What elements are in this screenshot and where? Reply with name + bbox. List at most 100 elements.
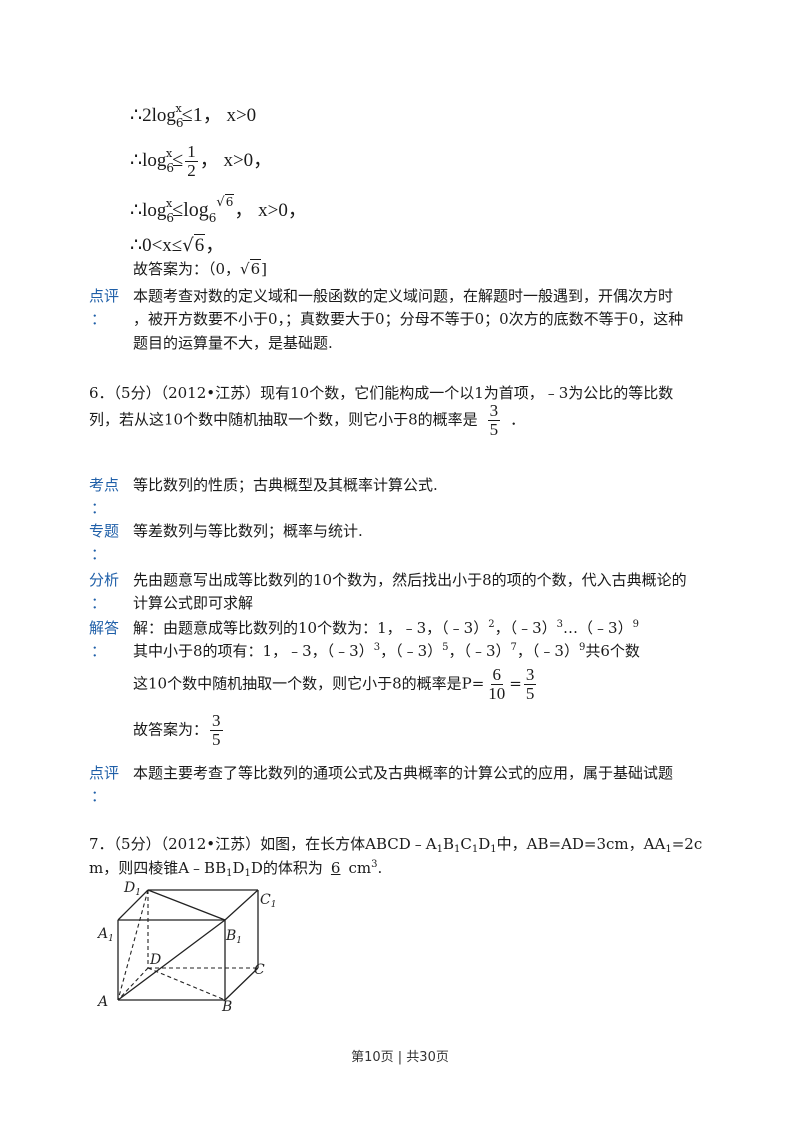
math-line-3: ∴log6x≤log6√6， x>0， xyxy=(130,194,307,225)
edge-BC xyxy=(224,967,259,1001)
frac-den: 10 xyxy=(488,684,506,703)
cuboid-figure: D1 C1 A1 B1 D C A B xyxy=(96,880,276,1013)
q7-line-1: 7．（5分）（2012•江苏）如图，在长方体ABCD﹣A1B1C1D1中，AB=… xyxy=(89,833,702,855)
sqrt-arg: 6 xyxy=(193,234,206,256)
frac-num: 3 xyxy=(210,711,223,731)
subscript: 1 xyxy=(665,844,672,855)
q6-line-1: 6．（5分）（2012•江苏）现有10个数，它们能构成一个以1为首项，﹣3为公比… xyxy=(89,384,674,402)
log-arg: x xyxy=(166,147,173,160)
label-D: D xyxy=(149,952,161,968)
text: . xyxy=(377,859,383,877)
text: D的体积为 xyxy=(250,859,323,877)
exponent: 9 xyxy=(632,619,639,630)
fenxi-line-2: 计算公式即可求解 xyxy=(133,594,254,612)
jieda-colon: ： xyxy=(91,642,107,660)
math-tail: ， x>0 xyxy=(202,105,257,126)
text: ，（﹣3） xyxy=(516,642,579,660)
text: ，（﹣3） xyxy=(448,642,511,660)
zhuanti-colon: ： xyxy=(91,545,107,563)
label-C1: C1 xyxy=(260,892,276,910)
page-footer: 第10页 | 共30页 xyxy=(351,1050,449,1065)
sqrt: √6 xyxy=(182,234,206,256)
text: D xyxy=(232,859,245,877)
exponent: 3 xyxy=(373,642,381,653)
text: B xyxy=(442,835,454,853)
math-text: ∴0<x≤ xyxy=(130,235,183,256)
math-line-1: ∴2log6x≤1， x>0 xyxy=(130,100,257,130)
math-text: ∴log xyxy=(130,200,167,221)
text: 故答案为： xyxy=(133,720,209,739)
math-rel: ≤ xyxy=(172,149,184,171)
exponent: 9 xyxy=(578,642,586,653)
exponent: 2 xyxy=(488,619,495,630)
frac-num: 3 xyxy=(523,665,537,685)
hidden-DB xyxy=(147,967,226,1001)
edge-D1B1 xyxy=(147,889,226,921)
subscript: 1 xyxy=(244,868,251,879)
exponent: 3 xyxy=(556,619,564,630)
unit-exponent: 3 xyxy=(371,859,378,870)
dianping-colon: ： xyxy=(91,787,107,805)
log-arg: x xyxy=(166,197,173,210)
log-base: 6 xyxy=(166,211,175,225)
text: 中，AB=AD=3cm，AA xyxy=(496,835,666,853)
unit: cm xyxy=(348,859,372,877)
comment-line-1: 本题考查对数的定义域和一般函数的定义域问题，在解题时一般遇到，开偶次方时 xyxy=(133,287,674,305)
text: C xyxy=(460,835,472,853)
edge-C1B1 xyxy=(224,889,259,921)
label-D1: D1 xyxy=(123,880,141,898)
sqrt: √6 xyxy=(216,194,235,210)
hidden-DA xyxy=(117,967,149,1001)
text: 共6个数 xyxy=(585,642,640,660)
comment-line-2: ，被开方数要不小于0，；真数要大于0；分母不等于0；0次方的底数不等于0，这种 xyxy=(133,310,684,328)
fenxi-label: 分析 xyxy=(89,571,120,589)
kaodian-text: 等比数列的性质；古典概型及其概率计算公式. xyxy=(133,476,438,494)
exponent: 7 xyxy=(510,642,517,653)
exponent: 5 xyxy=(442,642,449,653)
text: =2c xyxy=(671,835,703,853)
math-text: ∴2log xyxy=(130,105,176,126)
label-B1: B1 xyxy=(225,928,242,946)
kaodian-colon: ： xyxy=(91,499,107,517)
text: 其中小于8的项有：1，﹣3，（﹣3） xyxy=(133,642,374,660)
frac-den: 5 xyxy=(212,730,221,749)
log-arg: x xyxy=(175,102,182,115)
jieda-line-2: 其中小于8的项有：1，﹣3，（﹣3）3，（﹣3）5，（﹣3）7，（﹣3）9共6个… xyxy=(133,640,640,661)
frac-den: 2 xyxy=(187,161,196,180)
fenxi-line-1: 先由题意写出成等比数列的10个数为，然后找出小于8的项的个数，代入古典概论的 xyxy=(133,571,687,589)
sqrt-arg: 6 xyxy=(224,194,235,209)
label-A1: A1 xyxy=(96,926,114,944)
zhuanti-label: 专题 xyxy=(89,522,120,540)
text: m，则四棱锥A﹣BB xyxy=(89,859,227,877)
math-tail: ， x>0， xyxy=(199,150,273,171)
math-rel: ≤log xyxy=(172,199,209,221)
edge-D1A1 xyxy=(117,889,149,921)
text: ，（﹣3） xyxy=(380,642,443,660)
math-rel: ≤1 xyxy=(181,104,203,126)
q6-line-2-text: 列，若从这10个数中随机抽取一个数，则它小于8的概率是 xyxy=(89,410,478,429)
zhuanti-text: 等差数列与等比数列；概率与统计. xyxy=(133,522,363,540)
answer-blank: 6 xyxy=(330,859,341,877)
comment-line-3: 题目的运算量不大，是基础题. xyxy=(133,334,333,352)
jieda-label: 解答 xyxy=(89,619,120,637)
text: 解：由题意成等比数列的10个数为：1，﹣3，（﹣3） xyxy=(133,619,489,637)
sqrt-arg: 6 xyxy=(249,259,262,278)
log-base: 6 xyxy=(166,161,175,175)
hidden-D1A xyxy=(117,889,149,1001)
subscript: 1 xyxy=(226,868,233,879)
frac-den: 5 xyxy=(489,420,499,439)
label-B: B xyxy=(221,999,232,1013)
frac-den: 5 xyxy=(525,684,535,703)
math-tail: ， x>0， xyxy=(234,200,307,221)
frac-num: 1 xyxy=(185,142,198,162)
label-C: C xyxy=(254,962,265,978)
frac-num: 6 xyxy=(490,665,504,685)
